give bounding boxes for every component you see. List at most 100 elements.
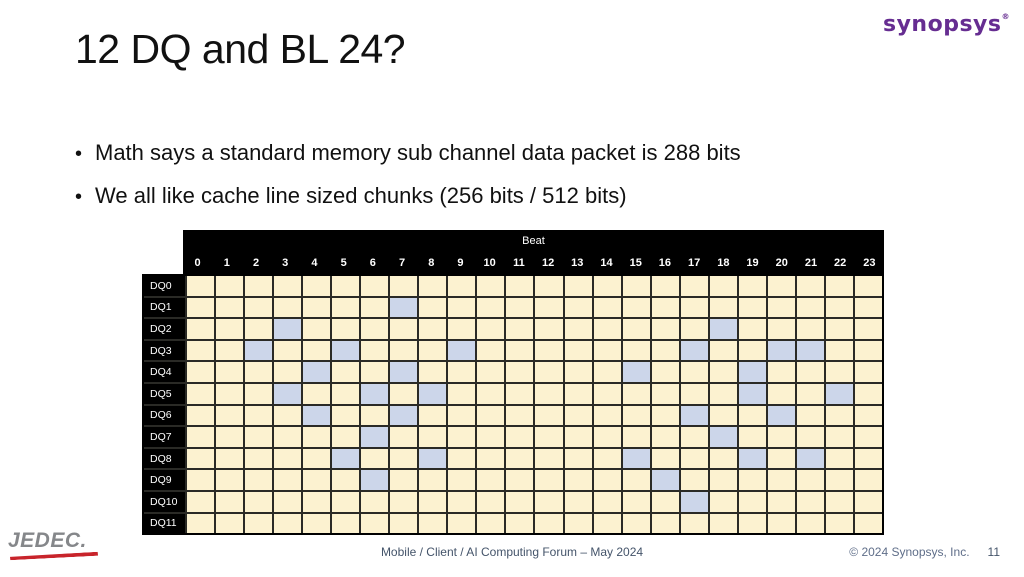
grid-cell-dq8-beat5 <box>332 448 360 469</box>
grid-cell-dq5-beat13 <box>564 383 592 404</box>
row-label-dq0: DQ0 <box>144 276 185 296</box>
grid-cell-dq11-beat8 <box>419 513 447 534</box>
bullet-list: • Math says a standard memory sub channe… <box>75 140 741 226</box>
grid-cell-dq6-beat0 <box>187 405 215 426</box>
grid-cell-dq4-beat23 <box>854 362 882 382</box>
grid-cell-dq11-beat10 <box>477 513 505 534</box>
grid-cell-dq1-beat9 <box>448 297 476 318</box>
grid-cell-dq7-beat12 <box>535 427 563 447</box>
grid-cell-dq6-beat13 <box>564 405 592 426</box>
beat-column-header-23: 23 <box>863 256 876 269</box>
row-label-dq6: DQ6 <box>144 405 185 426</box>
page-number: 11 <box>987 545 1000 559</box>
bullet-marker: • <box>75 143 83 165</box>
grid-cell-dq6-beat23 <box>854 405 882 426</box>
grid-cell-dq5-beat12 <box>535 383 563 404</box>
grid-cell-dq7-beat14 <box>593 427 621 447</box>
grid-cell-dq5-beat21 <box>796 383 824 404</box>
row-label-dq10: DQ10 <box>144 491 185 512</box>
beat-column-header-13: 13 <box>571 256 584 269</box>
grid-cell-dq8-beat17 <box>680 448 708 469</box>
grid-cell-dq1-beat16 <box>651 297 679 318</box>
grid-cell-dq10-beat4 <box>303 491 331 512</box>
grid-cell-dq8-beat8 <box>419 448 447 469</box>
jedec-logo-text: JEDEC. <box>8 529 87 552</box>
grid-cell-dq0-beat21 <box>796 276 824 296</box>
grid-cell-dq0-beat7 <box>390 276 418 296</box>
grid-cell-dq4-beat16 <box>651 362 679 382</box>
beat-column-header-21: 21 <box>804 256 818 269</box>
grid-cell-dq4-beat21 <box>796 362 824 382</box>
grid-cell-dq9-beat23 <box>854 470 882 490</box>
footer-copyright: © 2024 Synopsys, Inc. <box>849 545 970 559</box>
grid-cell-dq4-beat7 <box>390 362 418 382</box>
grid-cell-dq10-beat13 <box>564 491 592 512</box>
grid-cell-dq4-beat5 <box>332 362 360 382</box>
grid-cell-dq10-beat23 <box>854 491 882 512</box>
grid-cell-dq2-beat23 <box>854 319 882 339</box>
grid-cell-dq2-beat17 <box>680 319 708 339</box>
grid-cell-dq9-beat15 <box>622 470 650 490</box>
footer-right: © 2024 Synopsys, Inc. 11 <box>849 545 1000 559</box>
grid-cell-dq5-beat4 <box>303 383 331 404</box>
grid-cell-dq2-beat11 <box>506 319 534 339</box>
jedec-logo: JEDEC. <box>8 529 104 558</box>
beat-column-header-18: 18 <box>717 256 730 269</box>
grid-cell-dq1-beat5 <box>332 297 360 318</box>
grid-cell-dq5-beat9 <box>448 383 476 404</box>
grid-cell-dq6-beat17 <box>680 405 708 426</box>
grid-cell-dq3-beat16 <box>651 340 679 361</box>
grid-cell-dq10-beat8 <box>419 491 447 512</box>
grid-cell-dq11-beat5 <box>332 513 360 534</box>
beat-column-header-14: 14 <box>600 256 613 269</box>
grid-cell-dq9-beat18 <box>709 470 737 490</box>
grid-cell-dq2-beat0 <box>187 319 215 339</box>
grid-cell-dq0-beat10 <box>477 276 505 296</box>
bullet-text: We all like cache line sized chunks (256… <box>95 183 627 208</box>
grid-cell-dq4-beat20 <box>767 362 795 382</box>
grid-cell-dq4-beat4 <box>303 362 331 382</box>
grid-cell-dq1-beat1 <box>216 297 244 318</box>
grid-cell-dq11-beat22 <box>825 513 853 534</box>
grid-cell-dq2-beat9 <box>448 319 476 339</box>
grid-cell-dq8-beat1 <box>216 448 244 469</box>
beat-column-header-10: 10 <box>483 256 496 269</box>
grid-cell-dq0-beat19 <box>738 276 766 296</box>
beat-column-header-22: 22 <box>834 256 847 269</box>
grid-cell-dq9-beat0 <box>187 470 215 490</box>
grid-cell-dq11-beat16 <box>651 513 679 534</box>
grid-cell-dq4-beat17 <box>680 362 708 382</box>
grid-cell-dq0-beat3 <box>274 276 302 296</box>
row-label-dq2: DQ2 <box>144 319 185 339</box>
grid-cell-dq2-beat18 <box>709 319 737 339</box>
grid-cell-dq6-beat2 <box>245 405 273 426</box>
beat-column-header-8: 8 <box>428 256 435 269</box>
grid-cell-dq7-beat0 <box>187 427 215 447</box>
beat-column-header-3: 3 <box>282 256 289 269</box>
grid-cell-dq5-beat6 <box>361 383 389 404</box>
grid-cell-dq7-beat7 <box>390 427 418 447</box>
grid-cell-dq9-beat11 <box>506 470 534 490</box>
grid-cell-dq3-beat4 <box>303 340 331 361</box>
grid-cell-dq5-beat20 <box>767 383 795 404</box>
grid-cell-dq9-beat19 <box>738 470 766 490</box>
grid-cell-dq0-beat13 <box>564 276 592 296</box>
grid-cell-dq1-beat23 <box>854 297 882 318</box>
grid-cell-dq7-beat19 <box>738 427 766 447</box>
grid-cell-dq11-beat1 <box>216 513 244 534</box>
grid-cell-dq4-beat22 <box>825 362 853 382</box>
grid-cell-dq1-beat4 <box>303 297 331 318</box>
grid-cell-dq5-beat16 <box>651 383 679 404</box>
grid-cell-dq6-beat20 <box>767 405 795 426</box>
grid-cell-dq8-beat16 <box>651 448 679 469</box>
grid-cell-dq1-beat21 <box>796 297 824 318</box>
grid-cell-dq7-beat2 <box>245 427 273 447</box>
beat-column-header-1: 1 <box>223 256 230 269</box>
grid-cell-dq11-beat9 <box>448 513 476 534</box>
grid-cell-dq2-beat2 <box>245 319 273 339</box>
grid-cell-dq6-beat9 <box>448 405 476 426</box>
grid-cell-dq9-beat22 <box>825 470 853 490</box>
